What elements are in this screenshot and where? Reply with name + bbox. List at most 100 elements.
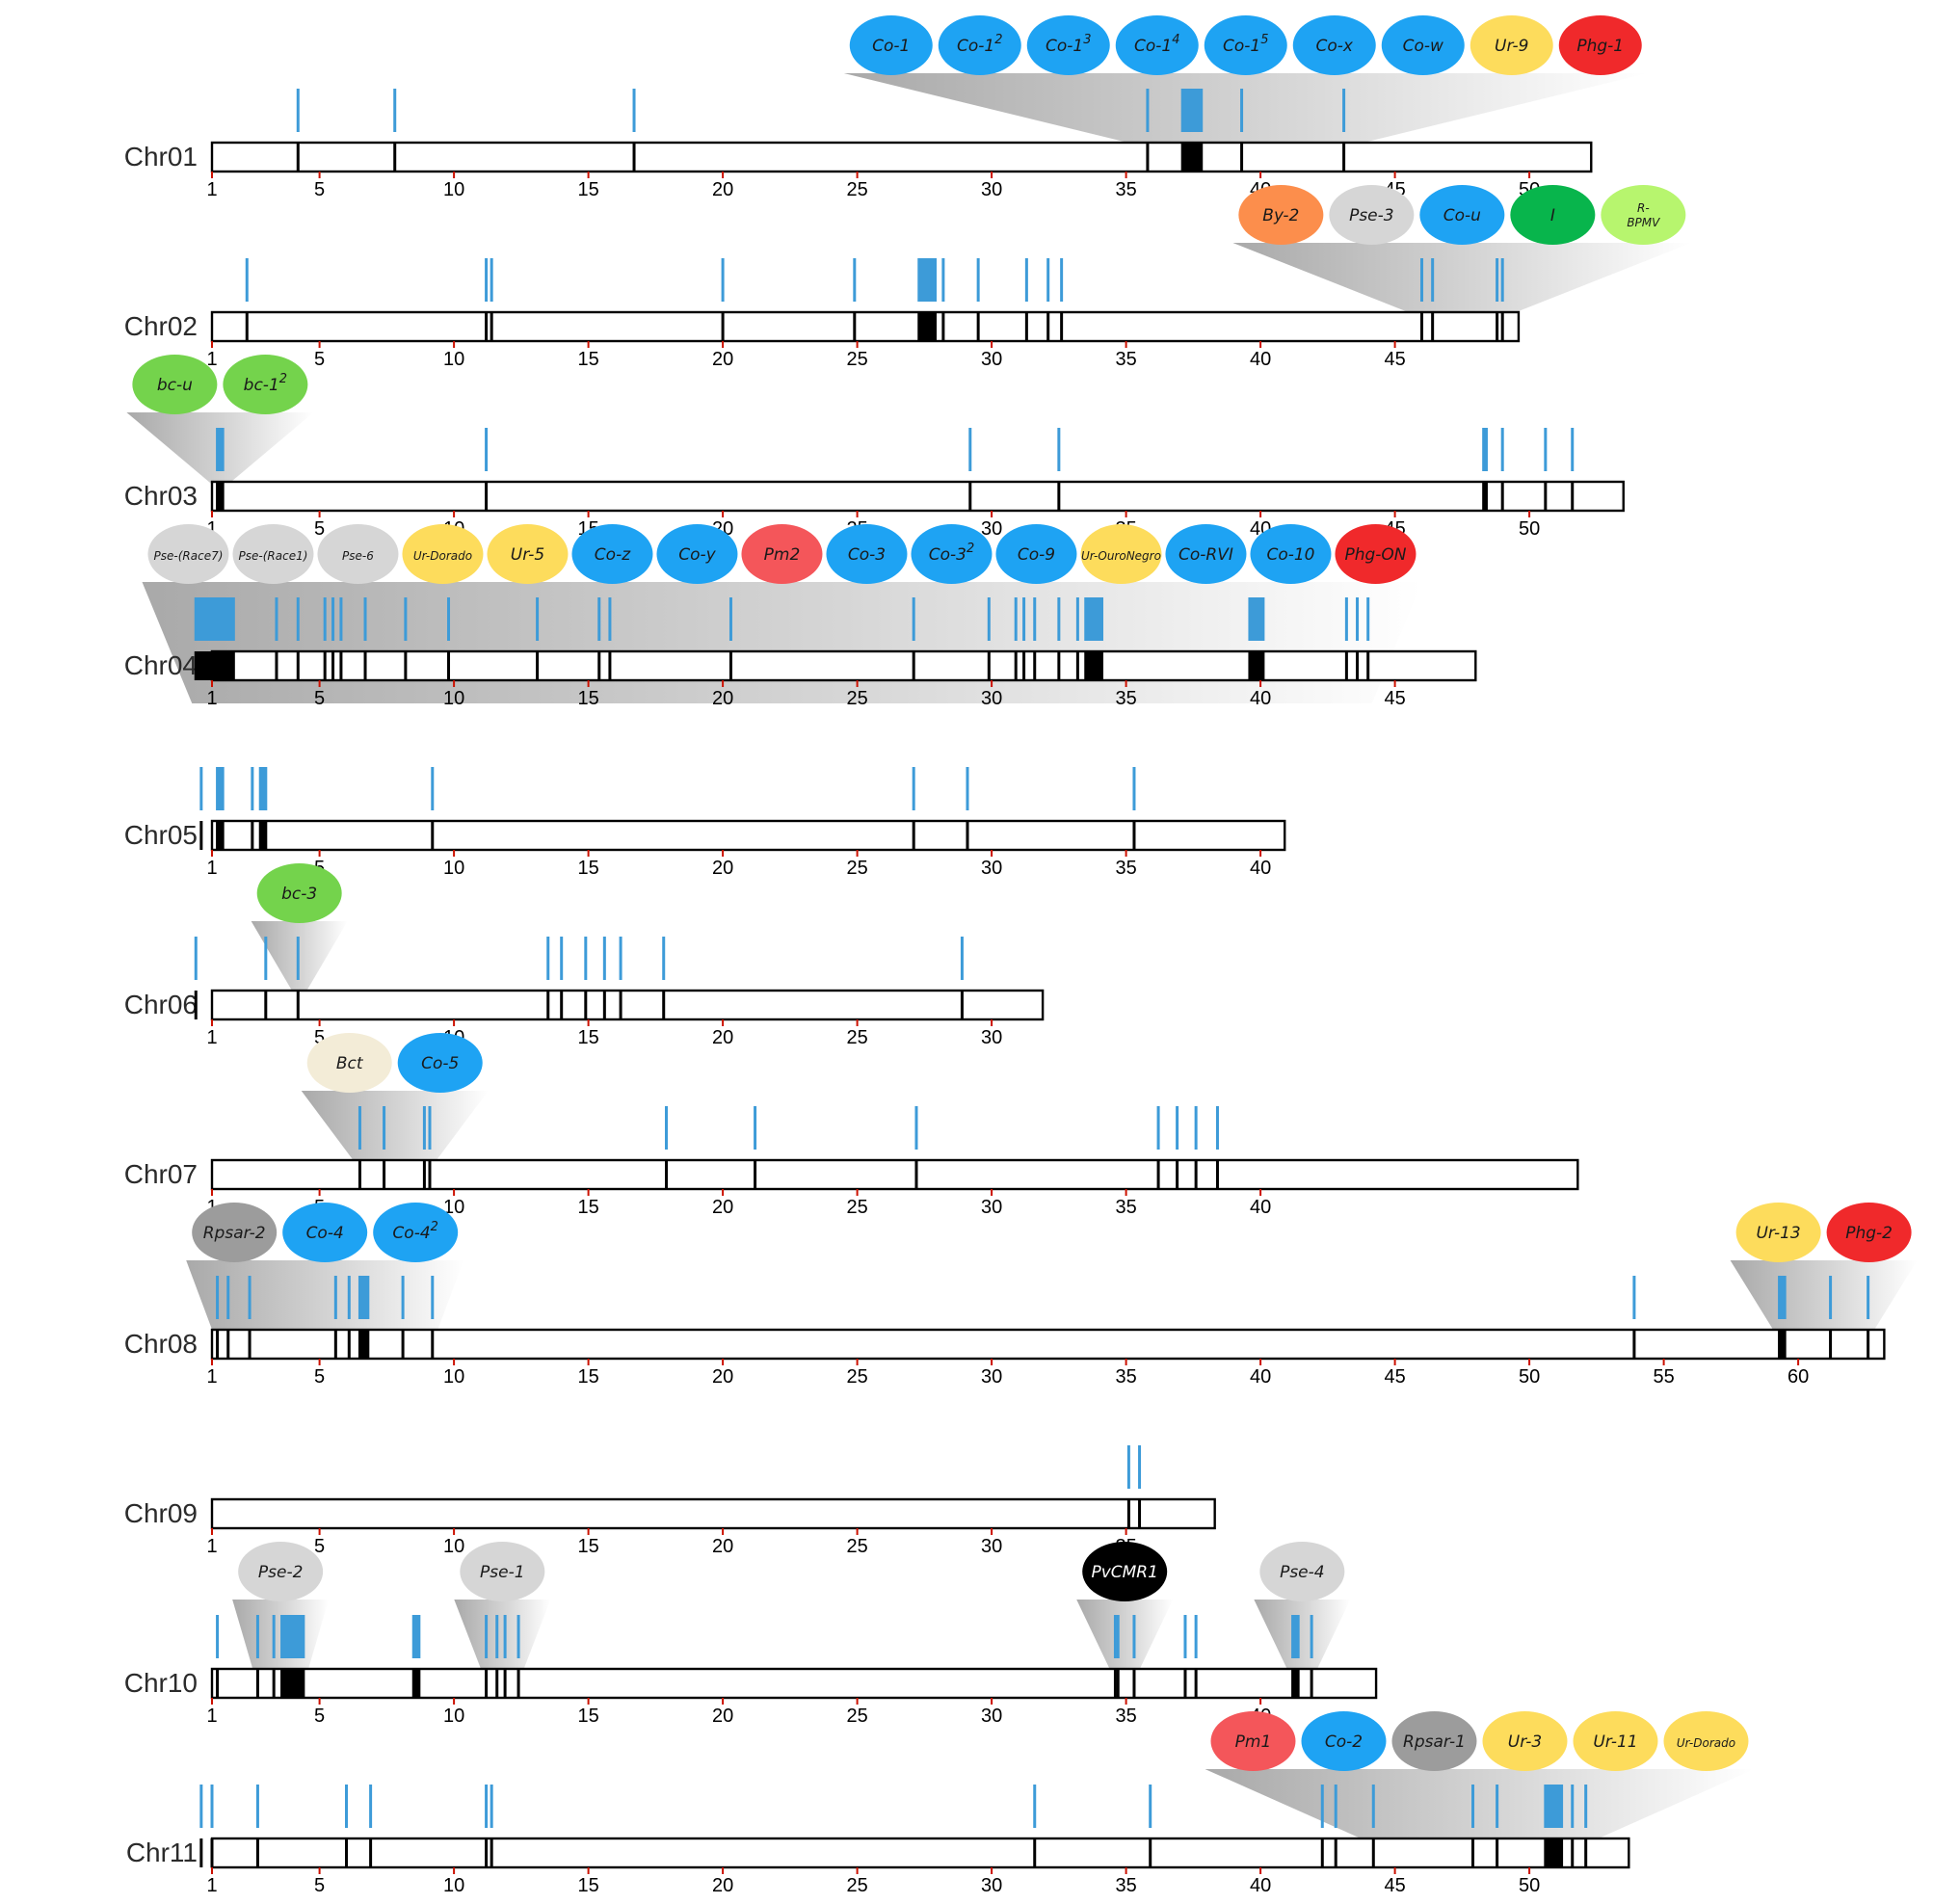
axis-tick-label: 35 [1115, 349, 1136, 370]
gene-oval [1663, 1711, 1749, 1771]
axis-tick-label: 25 [846, 858, 867, 879]
marker-tick [1342, 89, 1346, 132]
gene-label: Ur-13 [1756, 1224, 1800, 1243]
gene-label: PvCMR1 [1091, 1563, 1157, 1582]
gene-oval [741, 524, 823, 584]
gene-label: Ur-OuroNegro [1081, 549, 1161, 563]
gene-co-10: Co-10 [1250, 524, 1332, 584]
marker-tick [431, 1276, 435, 1319]
gene-name: bc-u [157, 376, 193, 395]
marker-tick [363, 597, 367, 641]
marker-band [1829, 1330, 1833, 1359]
gene-oval [1026, 15, 1110, 75]
gene-pse-race7-: Pse-(Race7) [147, 524, 229, 584]
marker-tick [1248, 597, 1265, 641]
marker-band [1046, 312, 1050, 341]
gene-oval [1482, 1711, 1568, 1771]
gene-co-u: Co-u [1419, 185, 1505, 245]
gene-oval [1080, 524, 1162, 584]
marker-tick [383, 1106, 386, 1150]
marker-tick [1022, 597, 1026, 641]
axis-tick-label: 45 [1384, 349, 1405, 370]
axis-tick-label: 1 [206, 688, 217, 709]
chromosome-bars: Chr0115101520253035404550Chr021510152025… [124, 89, 1886, 1896]
marker-tick [1075, 597, 1079, 641]
marker-band [1183, 1669, 1187, 1698]
gene-label: Co-RVI [1178, 545, 1233, 565]
gene-co-w: Co-w [1381, 15, 1465, 75]
marker-tick [275, 597, 278, 641]
marker-band [1334, 1838, 1337, 1867]
gene-label: R- [1637, 201, 1650, 215]
marker-band [662, 991, 666, 1019]
marker-band [369, 1838, 373, 1867]
marker-band [404, 651, 408, 680]
gene-label: Co-5 [421, 1054, 459, 1073]
marker-band [1420, 312, 1423, 341]
gene-oval [911, 524, 993, 584]
marker-tick [216, 1615, 220, 1658]
marker-tick [490, 1785, 493, 1828]
gene-rpsar-2: Rpsar-2 [192, 1203, 278, 1262]
gene-name: Ur-9 [1495, 37, 1528, 56]
gene-name: Co-1 [957, 37, 994, 56]
marker-band [411, 1669, 421, 1698]
marker-tick [1180, 89, 1204, 132]
marker-band [216, 821, 225, 850]
gene-label: Co-2 [1325, 1732, 1363, 1752]
gene-name: Pse-3 [1349, 206, 1394, 225]
marker-band [1194, 1669, 1198, 1698]
axis-tick-label: 20 [712, 1366, 733, 1388]
gene-r-: R-BPMV [1601, 185, 1686, 245]
axis-tick-label: 5 [314, 1706, 325, 1727]
marker-band [1060, 312, 1064, 341]
gene-name: Co-1 [1223, 37, 1260, 56]
chromosome-chr09: Chr0915101520253035 [124, 1445, 1216, 1557]
marker-band [383, 1160, 386, 1189]
marker-band [422, 1160, 426, 1189]
marker-tick [1356, 597, 1360, 641]
axis-tick-label: 1 [206, 179, 217, 200]
axis-tick-label: 15 [577, 1875, 598, 1896]
marker-band [216, 482, 225, 511]
axis-tick-label: 20 [712, 1875, 733, 1896]
marker-tick [264, 937, 268, 980]
gene-name: Co-w [1403, 37, 1443, 56]
gene-bc-u: bc-u [132, 355, 218, 414]
chromosome-label: Chr07 [124, 1159, 198, 1189]
marker-tick [1484, 428, 1488, 471]
axis-tick-label: 35 [1115, 1706, 1136, 1727]
gene-pm1: Pm1 [1210, 1711, 1296, 1771]
marker-tick [546, 937, 550, 980]
marker-tick [1334, 1785, 1337, 1828]
marker-tick [347, 1276, 351, 1319]
marker-band [485, 312, 489, 341]
marker-band [987, 651, 991, 680]
marker-band [331, 651, 335, 680]
gene-oval [1329, 185, 1415, 245]
cluster-funnel [1730, 1260, 1918, 1334]
marker-band [728, 651, 732, 680]
axis-tick-label: 20 [712, 688, 733, 709]
gene-oval [571, 524, 653, 584]
marker-band [597, 651, 601, 680]
axis-tick-label: 1 [206, 518, 217, 540]
gene-oval [192, 1203, 278, 1262]
axis-tick-label: 60 [1787, 1366, 1809, 1388]
marker-tick [1132, 767, 1136, 810]
chromosome-chr03: Chr0315101520253035404550 [124, 428, 1625, 540]
marker-band [485, 482, 489, 511]
marker-tick [728, 597, 732, 641]
marker-band [431, 1330, 435, 1359]
marker-tick [255, 1785, 259, 1828]
axis-tick-label: 1 [206, 1875, 217, 1896]
gene-bct: Bct [306, 1033, 392, 1093]
axis-tick-label: 40 [1250, 1875, 1271, 1896]
gene-co-1: Co-12 [938, 15, 1021, 75]
marker-band [1116, 1669, 1120, 1698]
gene-name: Co-10 [1266, 545, 1314, 565]
marker-tick [447, 597, 451, 641]
marker-band [1022, 651, 1026, 680]
gene-oval [1115, 15, 1199, 75]
